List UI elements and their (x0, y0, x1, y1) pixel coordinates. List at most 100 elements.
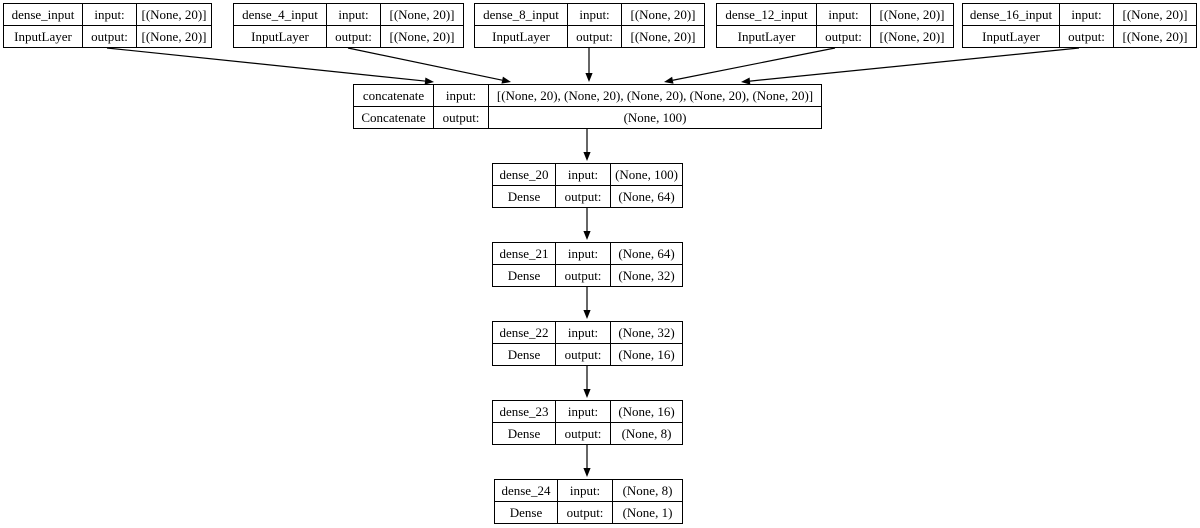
node-row-type: InputLayer output:[(None, 20)] (963, 25, 1196, 47)
node-type: InputLayer (737, 29, 796, 44)
node-input-shape: [(None, 20)] (621, 4, 704, 25)
node-input-shape: [(None, 20)] (136, 4, 211, 25)
node-row-type: Dense output:(None, 32) (493, 264, 682, 286)
edge-line (672, 47, 836, 81)
node-name: dense_8_input (483, 7, 559, 22)
node-output-label: output: (433, 107, 488, 128)
graph-node-concatenate[interactable]: concatenate input:[(None, 20), (None, 20)… (353, 84, 822, 129)
edge-arrowhead (583, 468, 591, 477)
node-type: InputLayer (492, 29, 550, 44)
node-output-shape: [(None, 20)] (1113, 26, 1196, 47)
node-input-shape: [(None, 20)] (380, 4, 463, 25)
node-input-label: input: (555, 164, 610, 185)
node-input-shape: [(None, 20)] (1113, 4, 1196, 25)
node-type: InputLayer (982, 29, 1040, 44)
node-row-name: dense_12_input input:[(None, 20)] (717, 4, 953, 25)
node-input-shape: [(None, 20)] (870, 4, 953, 25)
node-output-label: output: (555, 423, 610, 444)
node-output-shape: (None, 16) (610, 344, 682, 365)
edge-arrowhead (583, 231, 591, 240)
node-row-name: dense_20 input:(None, 100) (493, 164, 682, 185)
node-output-label: output: (816, 26, 870, 47)
graph-node-dense_input[interactable]: dense_input input:[(None, 20)] InputLayer o… (3, 3, 212, 48)
node-input-shape: [(None, 20), (None, 20), (None, 20), (No… (488, 85, 821, 106)
node-input-label: input: (555, 401, 610, 422)
edge-arrowhead (664, 76, 674, 84)
node-name: dense_23 (499, 404, 549, 419)
edge-arrowhead (583, 389, 591, 398)
node-row-name: dense_4_input input:[(None, 20)] (234, 4, 463, 25)
node-input-shape: (None, 16) (610, 401, 682, 422)
node-output-label: output: (82, 26, 136, 47)
node-row-name: dense_22 input:(None, 32) (493, 322, 682, 343)
node-input-label: input: (816, 4, 870, 25)
edge-line (106, 47, 426, 82)
graph-node-dense_23[interactable]: dense_23 input:(None, 16) Dense output:(Non… (492, 400, 683, 445)
node-name: dense_22 (499, 325, 549, 340)
node-type: InputLayer (251, 29, 309, 44)
node-input-label: input: (82, 4, 136, 25)
node-input-shape: (None, 100) (610, 164, 682, 185)
node-output-label: output: (557, 502, 612, 523)
node-input-label: input: (433, 85, 488, 106)
node-output-label: output: (567, 26, 621, 47)
node-input-label: input: (557, 480, 612, 501)
node-row-name: dense_24 input:(None, 8) (495, 480, 682, 501)
node-row-type: Dense output:(None, 8) (493, 422, 682, 444)
node-output-shape: [(None, 20)] (136, 26, 211, 47)
node-name: dense_4_input (242, 7, 318, 22)
graph-node-dense_8_input[interactable]: dense_8_input input:[(None, 20)] InputLaye… (474, 3, 705, 48)
node-input-label: input: (555, 322, 610, 343)
node-row-type: Dense output:(None, 1) (495, 501, 682, 523)
node-output-shape: (None, 1) (612, 502, 682, 523)
node-row-name: dense_23 input:(None, 16) (493, 401, 682, 422)
node-type: Dense (509, 505, 543, 520)
node-name: dense_16_input (969, 7, 1053, 22)
node-type: InputLayer (14, 29, 72, 44)
node-output-label: output: (326, 26, 380, 47)
node-name: dense_21 (499, 246, 549, 261)
node-name: dense_24 (501, 483, 551, 498)
node-output-shape: (None, 100) (488, 107, 821, 128)
edge-arrowhead (585, 73, 593, 82)
node-type: Dense (507, 268, 541, 283)
node-output-shape: [(None, 20)] (621, 26, 704, 47)
node-output-shape: (None, 32) (610, 265, 682, 286)
node-input-label: input: (567, 4, 621, 25)
node-input-shape: (None, 32) (610, 322, 682, 343)
node-type: Dense (507, 347, 541, 362)
node-row-name: dense_input input:[(None, 20)] (4, 4, 211, 25)
graph-node-dense_12_input[interactable]: dense_12_input input:[(None, 20)] InputLay… (716, 3, 954, 48)
node-input-shape: (None, 8) (612, 480, 682, 501)
node-output-shape: [(None, 20)] (380, 26, 463, 47)
node-name: dense_12_input (725, 7, 808, 22)
node-output-label: output: (555, 265, 610, 286)
node-name: concatenate (362, 88, 425, 103)
node-input-shape: (None, 64) (610, 243, 682, 264)
graph-node-dense_24[interactable]: dense_24 input:(None, 8) Dense output:(None… (494, 479, 683, 524)
edge-arrowhead (583, 310, 591, 319)
node-output-label: output: (1059, 26, 1113, 47)
node-row-name: concatenate input:[(None, 20), (None, 20)… (354, 85, 821, 106)
node-output-shape: (None, 8) (610, 423, 682, 444)
node-input-label: input: (1059, 4, 1113, 25)
node-row-name: dense_16_input input:[(None, 20)] (963, 4, 1196, 25)
node-name: dense_input (11, 7, 75, 22)
graph-node-dense_4_input[interactable]: dense_4_input input:[(None, 20)] InputLaye… (233, 3, 464, 48)
node-input-label: input: (326, 4, 380, 25)
edge-arrowhead (501, 76, 511, 84)
node-type: Dense (507, 426, 541, 441)
edge-arrowhead (583, 152, 591, 161)
node-row-name: dense_8_input input:[(None, 20)] (475, 4, 704, 25)
node-name: dense_20 (499, 167, 549, 182)
